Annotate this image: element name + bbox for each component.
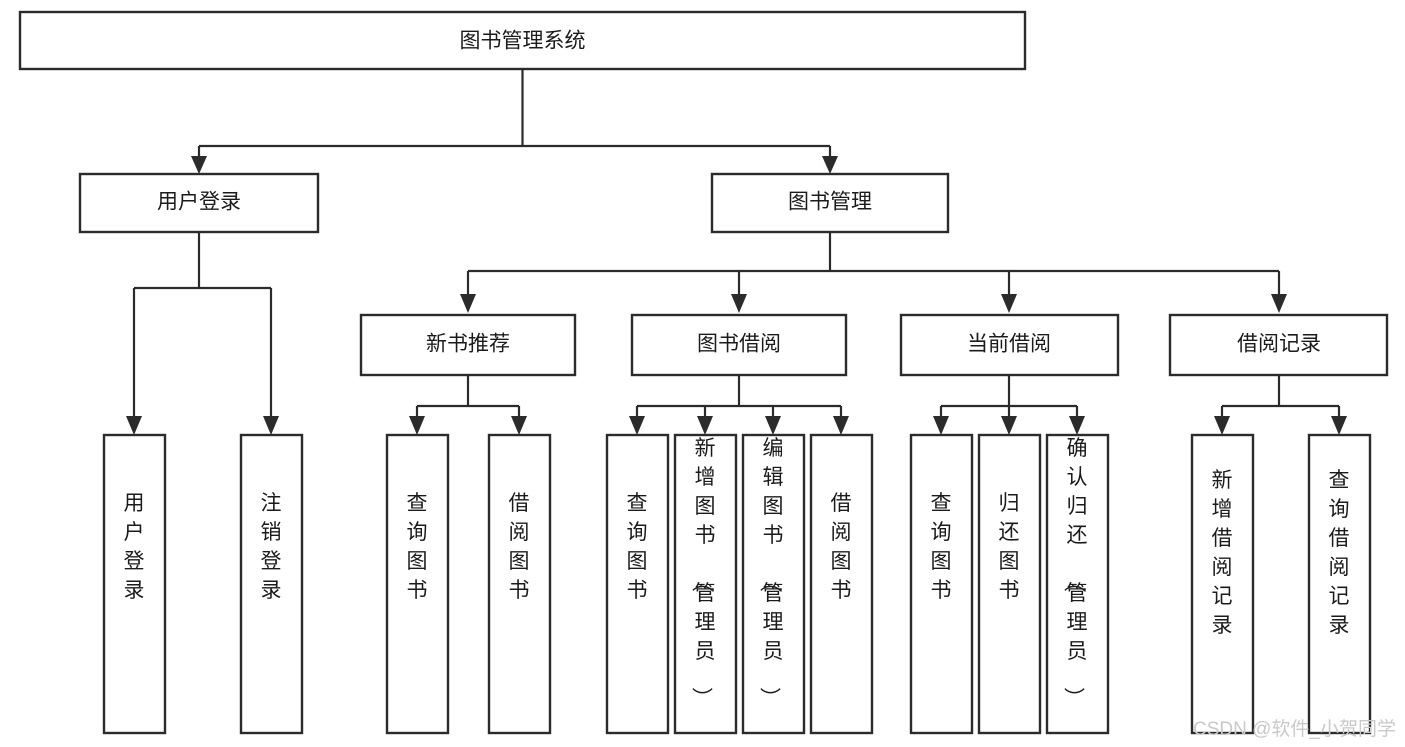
arrow-bookmanage-to-record (1271, 294, 1287, 313)
leaf-current-query-label: 查询图书 (931, 492, 952, 602)
leaf-new-book-query-box[interactable] (385, 433, 450, 735)
arrow-current-leaf-3 (1069, 416, 1085, 435)
leaf-current-confirm-return-label: 确认归还（管理员） (1062, 437, 1088, 708)
node-user-login-box[interactable] (78, 172, 320, 234)
node-root-box[interactable] (18, 10, 1027, 71)
leaf-borrow-borrow[interactable]: 借阅图书 (809, 433, 874, 735)
node-borrow-record[interactable]: 借阅记录 (1168, 313, 1389, 377)
leaf-record-add-box[interactable] (1190, 433, 1255, 735)
leaf-borrow-borrow-box[interactable] (809, 433, 874, 735)
node-new-book-recommend-label: 新书推荐 (426, 333, 510, 356)
leaf-user-login-login[interactable]: 用户登录 (102, 433, 167, 735)
arrow-current-leaf-2 (1001, 416, 1017, 435)
leaf-user-login-login-label: 用户登录 (124, 492, 145, 602)
leaf-record-query-label: 查询借阅记录 (1329, 469, 1350, 637)
node-book-manage[interactable]: 图书管理 (710, 172, 950, 234)
arrow-borrow-leaf-2 (697, 416, 713, 435)
node-book-manage-label: 图书管理 (788, 191, 872, 214)
leaf-borrow-edit-label: 编辑图书（管理员） (758, 437, 784, 708)
arrow-bookmanage-to-borrow (731, 294, 747, 313)
arrow-userlogin-leaf-1 (126, 416, 142, 435)
node-root-label: 图书管理系统 (460, 30, 586, 53)
leaf-record-add-label: 新增借阅记录 (1212, 469, 1233, 637)
arrow-borrow-leaf-1 (629, 416, 645, 435)
leaf-user-login-login-box[interactable] (102, 433, 167, 735)
node-current-borrow[interactable]: 当前借阅 (899, 313, 1120, 377)
leaf-borrow-query-label: 查询图书 (627, 492, 648, 602)
arrow-borrow-leaf-3 (765, 416, 781, 435)
arrow-bookmanage-to-current (1001, 294, 1017, 313)
node-book-borrow-label: 图书借阅 (697, 333, 781, 356)
leaf-borrow-edit[interactable]: 编辑图书（管理员） (741, 433, 806, 735)
leaf-current-confirm-return-box[interactable] (1045, 433, 1110, 735)
leaf-new-book-query-label: 查询图书 (407, 492, 428, 602)
leaf-record-query-box[interactable] (1307, 433, 1372, 735)
node-user-login-label: 用户登录 (157, 191, 241, 214)
node-book-borrow-box[interactable] (630, 313, 848, 377)
arrow-record-leaf-2 (1331, 416, 1347, 435)
node-current-borrow-box[interactable] (899, 313, 1120, 377)
leaf-current-return[interactable]: 归还图书 (977, 433, 1042, 735)
arrow-record-leaf-1 (1214, 416, 1230, 435)
node-book-borrow[interactable]: 图书借阅 (630, 313, 848, 377)
csdn-watermark: CSDN @软件_小贺同学 (1193, 718, 1396, 740)
leaf-new-book-borrow-box[interactable] (487, 433, 552, 735)
leaf-borrow-edit-box[interactable] (741, 433, 806, 735)
arrow-newbook-leaf-2 (511, 416, 527, 435)
leaf-borrow-add[interactable]: 新增图书（管理员） (673, 433, 738, 735)
leaf-current-return-box[interactable] (977, 433, 1042, 735)
node-user-login[interactable]: 用户登录 (78, 172, 320, 234)
leaf-new-book-borrow[interactable]: 借阅图书 (487, 433, 552, 735)
leaf-current-query-box[interactable] (909, 433, 974, 735)
leaf-borrow-query[interactable]: 查询图书 (605, 433, 670, 735)
leaf-user-login-logout[interactable]: 注销登录 (239, 433, 304, 735)
leaf-record-add[interactable]: 新增借阅记录 (1190, 433, 1255, 735)
arrow-borrow-leaf-4 (833, 416, 849, 435)
connector-layer (126, 69, 1347, 435)
leaf-record-query[interactable]: 查询借阅记录 (1307, 433, 1372, 735)
node-new-book-recommend-box[interactable] (359, 313, 577, 377)
node-root[interactable]: 图书管理系统 (18, 10, 1027, 71)
arrow-root-to-user-login (191, 156, 207, 174)
node-book-manage-box[interactable] (710, 172, 950, 234)
leaf-current-return-label: 归还图书 (999, 492, 1020, 602)
arrow-bookmanage-to-newbook (460, 294, 476, 313)
leaf-user-login-logout-box[interactable] (239, 433, 304, 735)
node-new-book-recommend[interactable]: 新书推荐 (359, 313, 577, 377)
node-current-borrow-label: 当前借阅 (967, 333, 1051, 356)
node-borrow-record-label: 借阅记录 (1237, 333, 1321, 356)
arrow-current-leaf-1 (933, 416, 949, 435)
leaf-user-login-logout-label: 注销登录 (261, 492, 282, 602)
leaf-current-query[interactable]: 查询图书 (909, 433, 974, 735)
leaf-borrow-borrow-label: 借阅图书 (831, 492, 852, 602)
node-borrow-record-box[interactable] (1168, 313, 1389, 377)
leaf-borrow-add-box[interactable] (673, 433, 738, 735)
leaf-current-confirm-return[interactable]: 确认归还（管理员） (1045, 433, 1110, 735)
arrow-root-to-book-manage (822, 156, 838, 174)
arrow-newbook-leaf-1 (409, 416, 425, 435)
leaf-borrow-query-box[interactable] (605, 433, 670, 735)
leaf-borrow-add-label: 新增图书（管理员） (690, 437, 716, 708)
leaf-new-book-borrow-label: 借阅图书 (509, 492, 530, 602)
arrow-userlogin-leaf-2 (263, 416, 279, 435)
leaf-new-book-query[interactable]: 查询图书 (385, 433, 450, 735)
